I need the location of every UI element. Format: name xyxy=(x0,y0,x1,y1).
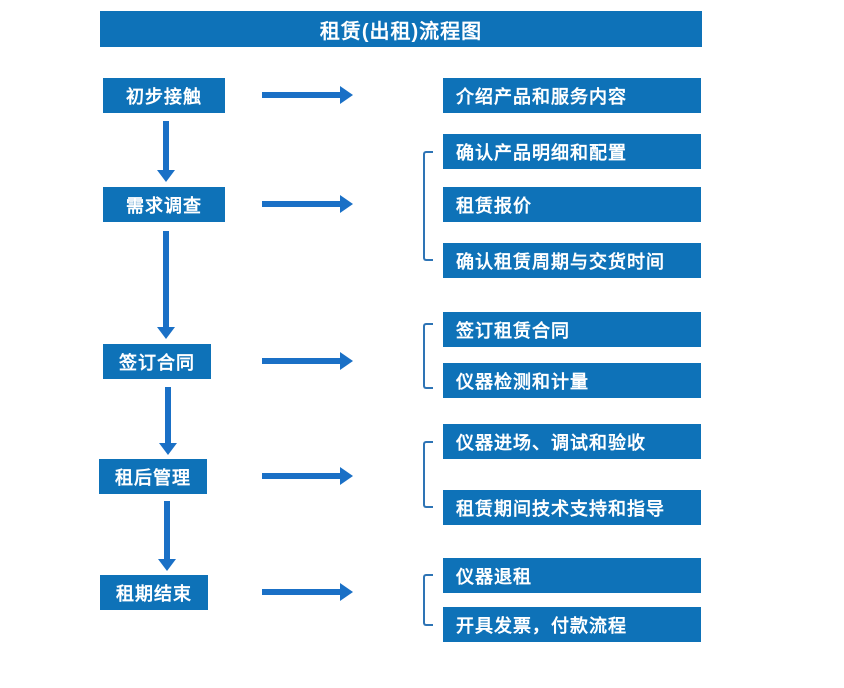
arrow-shaft xyxy=(163,121,169,171)
arrow-shaft xyxy=(164,501,170,560)
output-box-confirm-rental-period-delivery: 确认租赁周期与交货时间 xyxy=(443,243,701,278)
arrow-shaft xyxy=(262,358,340,364)
arrow-right-icon xyxy=(262,583,353,601)
bracket-connector xyxy=(423,441,433,508)
arrow-head xyxy=(157,327,175,339)
output-box-invoice-payment-process: 开具发票，付款流程 xyxy=(443,607,701,642)
arrow-head xyxy=(340,467,353,485)
arrow-down-icon xyxy=(157,231,175,339)
arrow-down-icon xyxy=(158,501,176,571)
bracket-connector xyxy=(423,574,433,626)
output-box-rental-quote: 租赁报价 xyxy=(443,187,701,222)
arrow-shaft xyxy=(262,201,340,207)
arrow-head xyxy=(340,352,353,370)
arrow-right-icon xyxy=(262,467,353,485)
title-bar: 租赁(出租)流程图 xyxy=(100,11,702,47)
arrow-head xyxy=(340,86,353,104)
arrow-shaft xyxy=(165,387,171,444)
bracket-connector xyxy=(423,151,433,261)
output-box-introduce-products-services: 介绍产品和服务内容 xyxy=(443,78,701,113)
arrow-head xyxy=(340,583,353,601)
arrow-down-icon xyxy=(157,121,175,182)
arrow-right-icon xyxy=(262,352,353,370)
arrow-shaft xyxy=(163,231,169,328)
step-box-demand-survey: 需求调查 xyxy=(103,187,225,222)
arrow-head xyxy=(340,195,353,213)
arrow-head xyxy=(158,559,176,571)
output-box-instrument-return: 仪器退租 xyxy=(443,558,701,593)
output-box-tech-support-guidance: 租赁期间技术支持和指导 xyxy=(443,490,701,525)
arrow-shaft xyxy=(262,589,340,595)
output-box-instrument-testing-metering: 仪器检测和计量 xyxy=(443,363,701,398)
arrow-right-icon xyxy=(262,86,353,104)
output-box-sign-rental-contract: 签订租赁合同 xyxy=(443,312,701,347)
arrow-shaft xyxy=(262,92,340,98)
output-box-instrument-entry-debug-acceptance: 仪器进场、调试和验收 xyxy=(443,424,701,459)
step-box-sign-contract: 签订合同 xyxy=(103,344,211,379)
arrow-right-icon xyxy=(262,195,353,213)
bracket-connector xyxy=(423,323,433,389)
output-box-confirm-product-details: 确认产品明细和配置 xyxy=(443,134,701,169)
step-box-post-rental-management: 租后管理 xyxy=(99,459,207,494)
step-box-initial-contact: 初步接触 xyxy=(103,78,225,113)
arrow-head xyxy=(157,170,175,182)
arrow-shaft xyxy=(262,473,340,479)
arrow-head xyxy=(159,443,177,455)
step-box-rental-end: 租期结束 xyxy=(100,575,208,610)
arrow-down-icon xyxy=(159,387,177,455)
page-title: 租赁(出租)流程图 xyxy=(319,20,483,43)
